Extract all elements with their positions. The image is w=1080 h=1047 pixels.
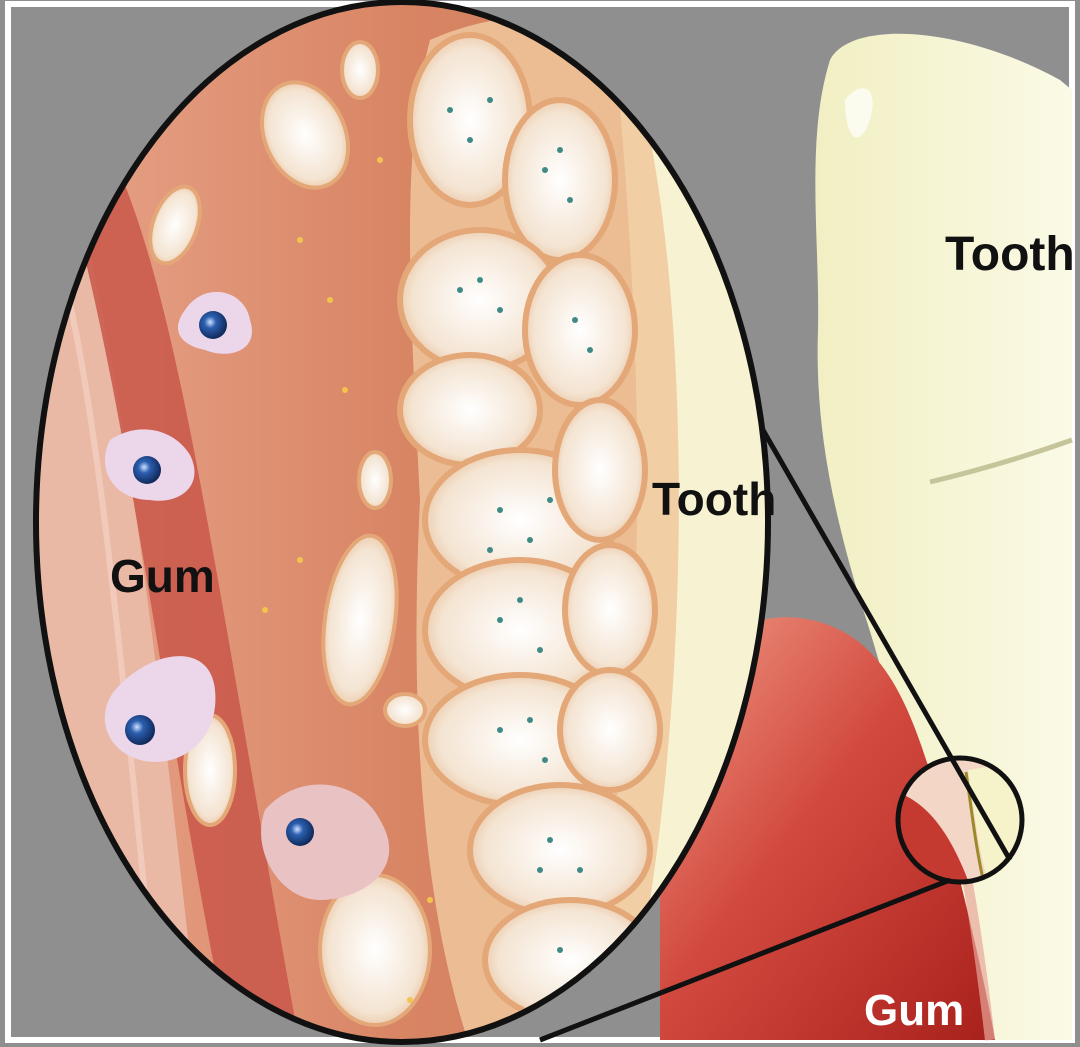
nucleus-icon (286, 818, 314, 846)
nucleus-icon (133, 456, 161, 484)
tooth-label-inset: Tooth (652, 473, 776, 525)
gum-label-main: Gum (864, 986, 964, 1035)
tooth-label-main: Tooth (945, 228, 1075, 281)
gum-label-inset: Gum (110, 550, 215, 602)
nucleus-icon (125, 715, 155, 745)
nucleus-icon (199, 311, 227, 339)
